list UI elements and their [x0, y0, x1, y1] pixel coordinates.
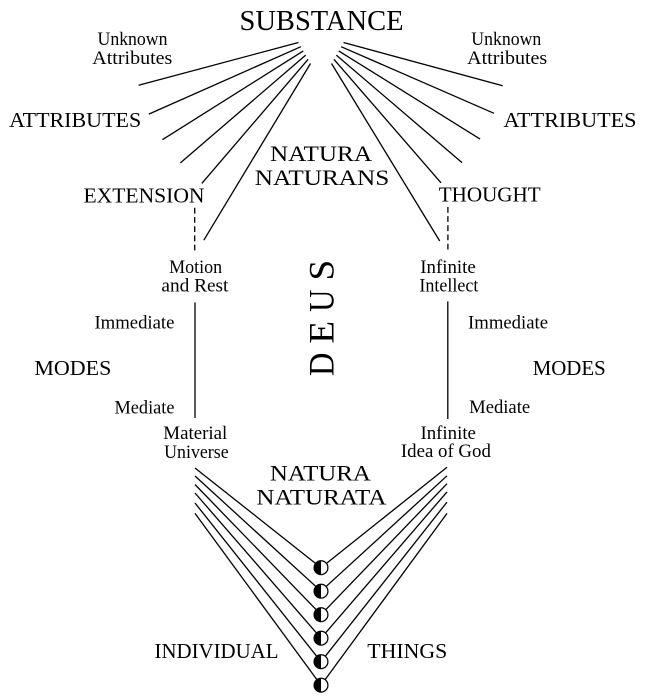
svg-text:NATURATA: NATURATA — [256, 484, 387, 509]
svg-text:Motion: Motion — [169, 257, 222, 278]
svg-text:Unknown: Unknown — [98, 29, 168, 50]
svg-text:and Rest: and Rest — [161, 275, 229, 296]
svg-text:Unknown: Unknown — [471, 29, 541, 50]
svg-text:NATURA: NATURA — [270, 141, 373, 166]
svg-text:D: D — [302, 353, 342, 376]
svg-text:Mediate: Mediate — [469, 397, 530, 418]
svg-text:Immediate: Immediate — [94, 312, 174, 333]
svg-text:S: S — [301, 260, 341, 281]
svg-text:EXTENSION: EXTENSION — [84, 184, 205, 208]
svg-text:Infinite: Infinite — [420, 257, 476, 278]
svg-text:Universe: Universe — [164, 442, 229, 463]
svg-text:U: U — [302, 290, 342, 312]
svg-text:ATTRIBUTES: ATTRIBUTES — [9, 108, 141, 132]
svg-text:THINGS: THINGS — [367, 639, 447, 663]
svg-text:Mediate: Mediate — [115, 397, 175, 418]
svg-text:Material: Material — [163, 423, 227, 444]
svg-text:SUBSTANCE: SUBSTANCE — [240, 6, 404, 37]
svg-text:INDIVIDUAL: INDIVIDUAL — [155, 639, 279, 663]
svg-text:Immediate: Immediate — [468, 312, 548, 333]
svg-text:MODES: MODES — [533, 356, 606, 380]
svg-text:NATURA: NATURA — [270, 460, 372, 485]
svg-text:Idea of God: Idea of God — [401, 441, 491, 462]
svg-text:E: E — [301, 321, 341, 344]
svg-text:THOUGHT: THOUGHT — [439, 182, 541, 206]
svg-text:Attributes: Attributes — [467, 48, 547, 69]
svg-text:NATURANS: NATURANS — [255, 165, 390, 190]
svg-text:Attributes: Attributes — [92, 48, 172, 69]
svg-text:ATTRIBUTES: ATTRIBUTES — [504, 108, 637, 132]
svg-text:Infinite: Infinite — [420, 423, 476, 444]
svg-text:MODES: MODES — [34, 356, 111, 380]
svg-text:Intellect: Intellect — [419, 275, 479, 296]
